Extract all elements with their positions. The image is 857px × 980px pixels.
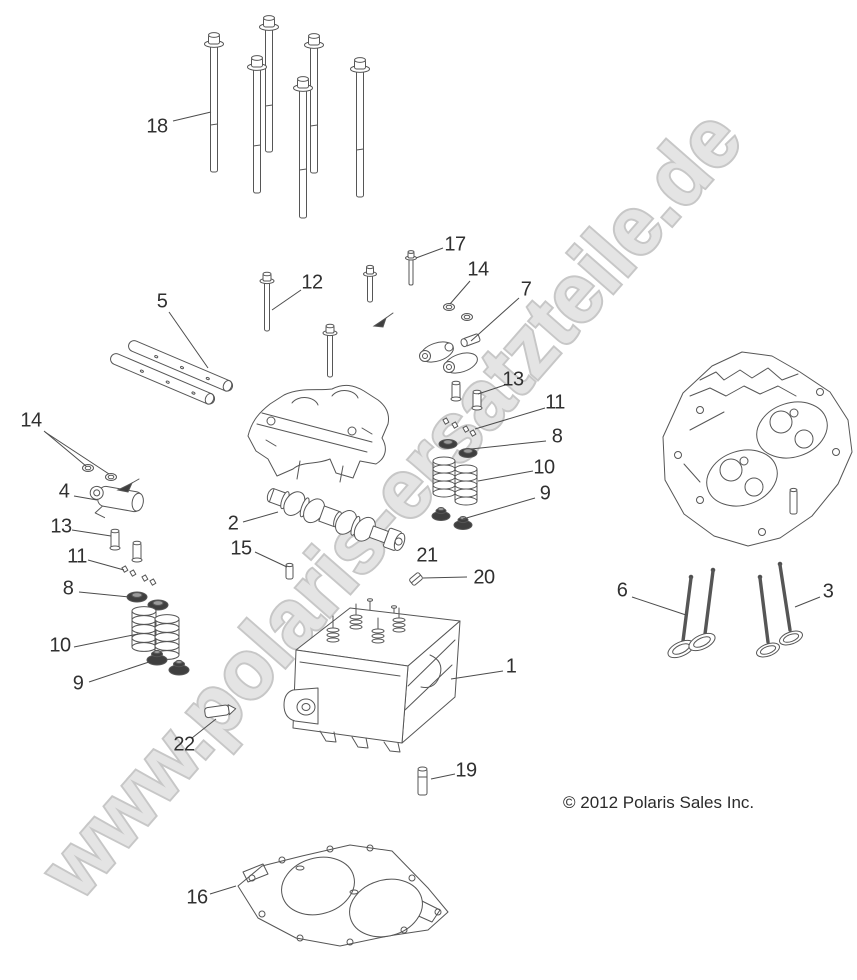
leader-line bbox=[631, 596, 687, 616]
head-bolt bbox=[293, 76, 313, 219]
part-callout-14: 14 bbox=[467, 258, 489, 281]
rocker-shafts bbox=[110, 340, 234, 405]
leader-line bbox=[73, 633, 139, 648]
leader-line bbox=[422, 576, 468, 579]
carrier-bolt bbox=[322, 323, 338, 378]
valve-spring bbox=[432, 456, 456, 498]
leader-line bbox=[88, 661, 150, 683]
exhaust-valves bbox=[756, 561, 803, 658]
leader-line bbox=[470, 440, 547, 450]
part-callout-3: 3 bbox=[822, 580, 834, 603]
rocker-assembly-left bbox=[82, 464, 144, 519]
part-callout-5: 5 bbox=[156, 290, 168, 313]
lash-adjuster bbox=[131, 540, 143, 563]
part-callout-16: 16 bbox=[186, 886, 208, 909]
valve-spring bbox=[454, 464, 478, 506]
valve-seal bbox=[146, 649, 190, 676]
part-callout-11: 11 bbox=[67, 545, 87, 568]
leader-line bbox=[44, 431, 110, 475]
part-callout-22: 22 bbox=[173, 733, 195, 756]
leader-lines bbox=[43, 111, 821, 895]
leader-line bbox=[271, 289, 302, 311]
carrier-bolts bbox=[259, 250, 417, 378]
leader-line bbox=[477, 384, 506, 395]
part-callout-6: 6 bbox=[616, 579, 628, 602]
leader-line bbox=[242, 511, 279, 523]
cylinder-head bbox=[283, 598, 461, 753]
copyright-text: © 2012 Polaris Sales Inc. bbox=[563, 793, 755, 812]
part-callout-2: 2 bbox=[227, 512, 239, 535]
valve-spring bbox=[131, 606, 157, 652]
part-callout-4: 4 bbox=[58, 480, 70, 503]
part-callout-18: 18 bbox=[146, 115, 168, 138]
part-callout-21: 21 bbox=[416, 544, 438, 567]
leader-line bbox=[794, 596, 821, 608]
rocker-assembly-right bbox=[419, 303, 481, 374]
leader-line bbox=[430, 773, 456, 780]
part-callout-1: 1 bbox=[505, 655, 517, 678]
intake-valves bbox=[667, 567, 716, 659]
leader-line bbox=[168, 311, 209, 369]
part-callout-11: 11 bbox=[545, 391, 565, 414]
carrier-bolt bbox=[363, 264, 377, 303]
leader-line bbox=[73, 495, 98, 501]
leader-line bbox=[209, 885, 237, 895]
small-bolt-17 bbox=[405, 250, 417, 286]
lash-adjuster bbox=[450, 380, 462, 402]
part-callout-9: 9 bbox=[539, 482, 551, 505]
lash-adjuster bbox=[109, 528, 121, 551]
leader-line bbox=[71, 529, 112, 537]
part-callout-20: 20 bbox=[473, 566, 495, 589]
part-callout-10: 10 bbox=[49, 634, 71, 657]
part-callout-15: 15 bbox=[230, 537, 252, 560]
leader-line bbox=[78, 591, 130, 598]
camshaft bbox=[266, 488, 406, 551]
head-top-springs bbox=[326, 603, 406, 644]
head-bolt bbox=[304, 33, 324, 174]
part-callout-13: 13 bbox=[502, 368, 524, 391]
cylinder-head-bottom-view bbox=[662, 351, 853, 547]
part-callout-17: 17 bbox=[444, 233, 466, 256]
part-callout-10: 10 bbox=[533, 456, 555, 479]
leader-line bbox=[254, 551, 288, 568]
valvetrain-right bbox=[431, 380, 483, 530]
head-bolt bbox=[247, 55, 267, 194]
leader-line bbox=[415, 247, 444, 259]
part-callout-13: 13 bbox=[50, 515, 72, 538]
leader-line bbox=[477, 470, 534, 482]
head-bolt bbox=[204, 32, 224, 173]
leader-line bbox=[462, 497, 536, 520]
head-bolt bbox=[350, 57, 370, 198]
leader-line bbox=[191, 718, 217, 739]
small-parts bbox=[204, 562, 428, 796]
carrier-bolt bbox=[259, 271, 275, 332]
leader-line bbox=[449, 280, 471, 305]
leader-line bbox=[474, 407, 546, 430]
cam-carrier bbox=[247, 312, 394, 483]
part-callout-12: 12 bbox=[301, 271, 323, 294]
leader-line bbox=[87, 559, 125, 571]
lash-adjuster bbox=[471, 389, 483, 411]
part-callout-8: 8 bbox=[62, 577, 74, 600]
head-bolt bbox=[259, 15, 279, 153]
leader-line bbox=[470, 297, 520, 342]
valvetrain-left bbox=[109, 528, 190, 676]
head-bolts-group bbox=[204, 15, 370, 219]
head-gasket bbox=[237, 844, 449, 947]
leader-line bbox=[172, 111, 212, 122]
part-callout-19: 19 bbox=[455, 759, 477, 782]
part-callout-8: 8 bbox=[551, 425, 563, 448]
part-callout-14: 14 bbox=[20, 409, 42, 432]
leader-line bbox=[450, 670, 504, 680]
part-callout-7: 7 bbox=[520, 278, 532, 301]
leader-line bbox=[43, 430, 87, 467]
part-callout-9: 9 bbox=[72, 672, 84, 695]
